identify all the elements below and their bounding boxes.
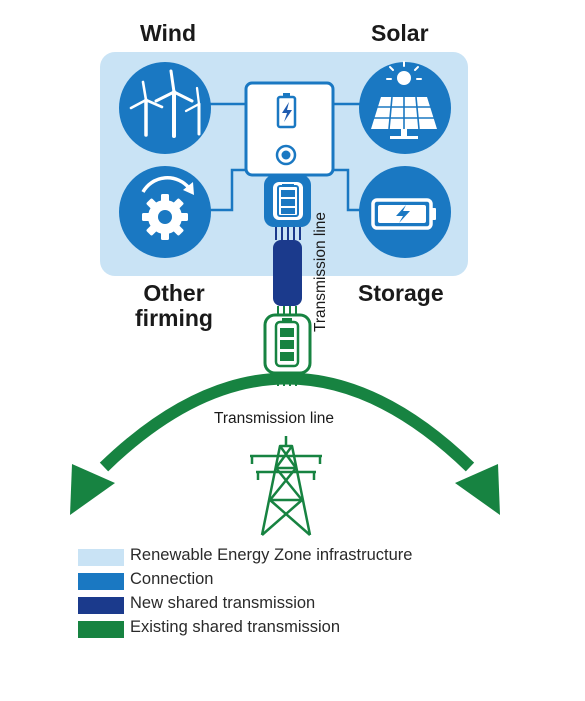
gear-cycle-icon	[119, 166, 211, 258]
battery-icon	[359, 166, 451, 258]
solar-label: Solar	[371, 20, 429, 46]
legend-swatch-connection	[78, 573, 124, 590]
legend-swatch-rez	[78, 549, 124, 566]
existing-transmission-arc	[70, 372, 500, 515]
legend-label: Connection	[130, 570, 214, 588]
legend-label: Existing shared transmission	[130, 618, 341, 636]
transmission-line-vertical-label: Transmission line	[312, 211, 329, 333]
transmission-line-arc-label: Transmission line	[214, 410, 335, 427]
legend-label: New shared transmission	[130, 594, 316, 612]
solar-panel-icon	[359, 61, 451, 154]
transmission-tower-icon	[250, 436, 322, 536]
substation-icon	[244, 81, 335, 177]
wind-label: Wind	[140, 20, 196, 46]
legend-swatch-existing-transmission	[78, 621, 124, 638]
wind-turbine-icon	[119, 62, 211, 154]
legend-label: Renewable Energy Zone infrastructure	[130, 546, 413, 564]
connection-lines	[210, 102, 360, 212]
new-transmission-cable	[273, 240, 302, 306]
legend-swatch-new-transmission	[78, 597, 124, 614]
storage-label: Storage	[358, 280, 444, 306]
other-firming-label: Other firming	[135, 280, 213, 331]
connection-plug	[264, 175, 311, 240]
